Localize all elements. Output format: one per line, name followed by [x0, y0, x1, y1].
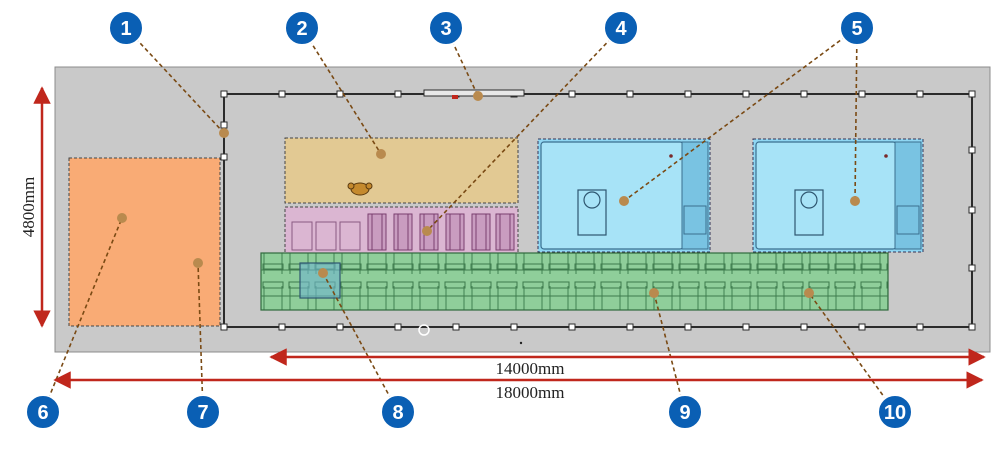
pink-machines	[291, 213, 515, 251]
leader-dot	[850, 196, 860, 206]
callout-2: 2	[284, 10, 320, 46]
callout-number: 7	[197, 402, 208, 424]
callout-8: 8	[380, 394, 416, 430]
dimension-height: 4800mm	[19, 86, 51, 328]
callout-number: 9	[679, 402, 690, 424]
callout-10: 10	[877, 394, 913, 430]
callout-badge	[25, 394, 61, 430]
callout-number: 10	[884, 402, 906, 424]
zone-green-conveyor	[260, 252, 889, 311]
callout-3: 3	[428, 10, 464, 46]
leader-dot	[473, 91, 483, 101]
dimension-total-length: 18000mm	[53, 371, 984, 402]
callout-number: 4	[615, 18, 627, 40]
leader-dot	[619, 196, 629, 206]
leader-line	[854, 27, 858, 202]
leader-dot	[193, 258, 203, 268]
callout-5: 5	[839, 10, 875, 46]
leader-line	[623, 27, 858, 202]
leader-dot	[318, 268, 328, 278]
zone-cyan-right	[752, 138, 924, 253]
leader-dot	[649, 288, 659, 298]
callout-badge	[839, 10, 875, 46]
dimension-total-length-label: 18000mm	[496, 383, 565, 402]
callouts: 1 2 3 4 5 6 7 8 9 10	[25, 10, 913, 430]
callout-7: 7	[185, 394, 221, 430]
callout-badge	[877, 394, 913, 430]
leader-lines	[42, 27, 896, 413]
callout-number: 2	[296, 18, 307, 40]
callout-badge	[380, 394, 416, 430]
leader-dot	[422, 226, 432, 236]
callout-badge	[667, 394, 703, 430]
callout-6: 6	[25, 394, 61, 430]
callout-number: 6	[37, 402, 48, 424]
leader-dot	[804, 288, 814, 298]
leader-dot	[376, 149, 386, 159]
callout-badge	[603, 10, 639, 46]
leader-line	[445, 27, 479, 97]
zone-cyan-left	[537, 138, 711, 253]
callout-number: 1	[120, 18, 131, 40]
callout-9: 9	[667, 394, 703, 430]
leader-line	[301, 27, 382, 155]
dimension-inner-length-label: 14000mm	[496, 359, 565, 378]
callout-number: 5	[851, 18, 862, 40]
leader-line	[322, 272, 399, 413]
zone-orange	[68, 157, 221, 327]
callout-4: 4	[603, 10, 639, 46]
callout-number: 3	[440, 18, 451, 40]
leader-line	[426, 27, 622, 232]
callout-1: 1	[108, 10, 144, 46]
callout-badge	[185, 394, 221, 430]
floor-dot	[519, 341, 523, 345]
callout-badge	[284, 10, 320, 46]
callout-number: 8	[392, 402, 403, 424]
leader-dot	[219, 128, 229, 138]
leader-line	[125, 27, 225, 134]
zone-tan	[284, 137, 519, 204]
floor-marker	[418, 324, 430, 336]
leader-dot	[117, 213, 127, 223]
robot-icon	[347, 182, 373, 196]
callout-badge	[428, 10, 464, 46]
callout-badge	[108, 10, 144, 46]
dimension-height-label: 4800mm	[19, 177, 38, 237]
